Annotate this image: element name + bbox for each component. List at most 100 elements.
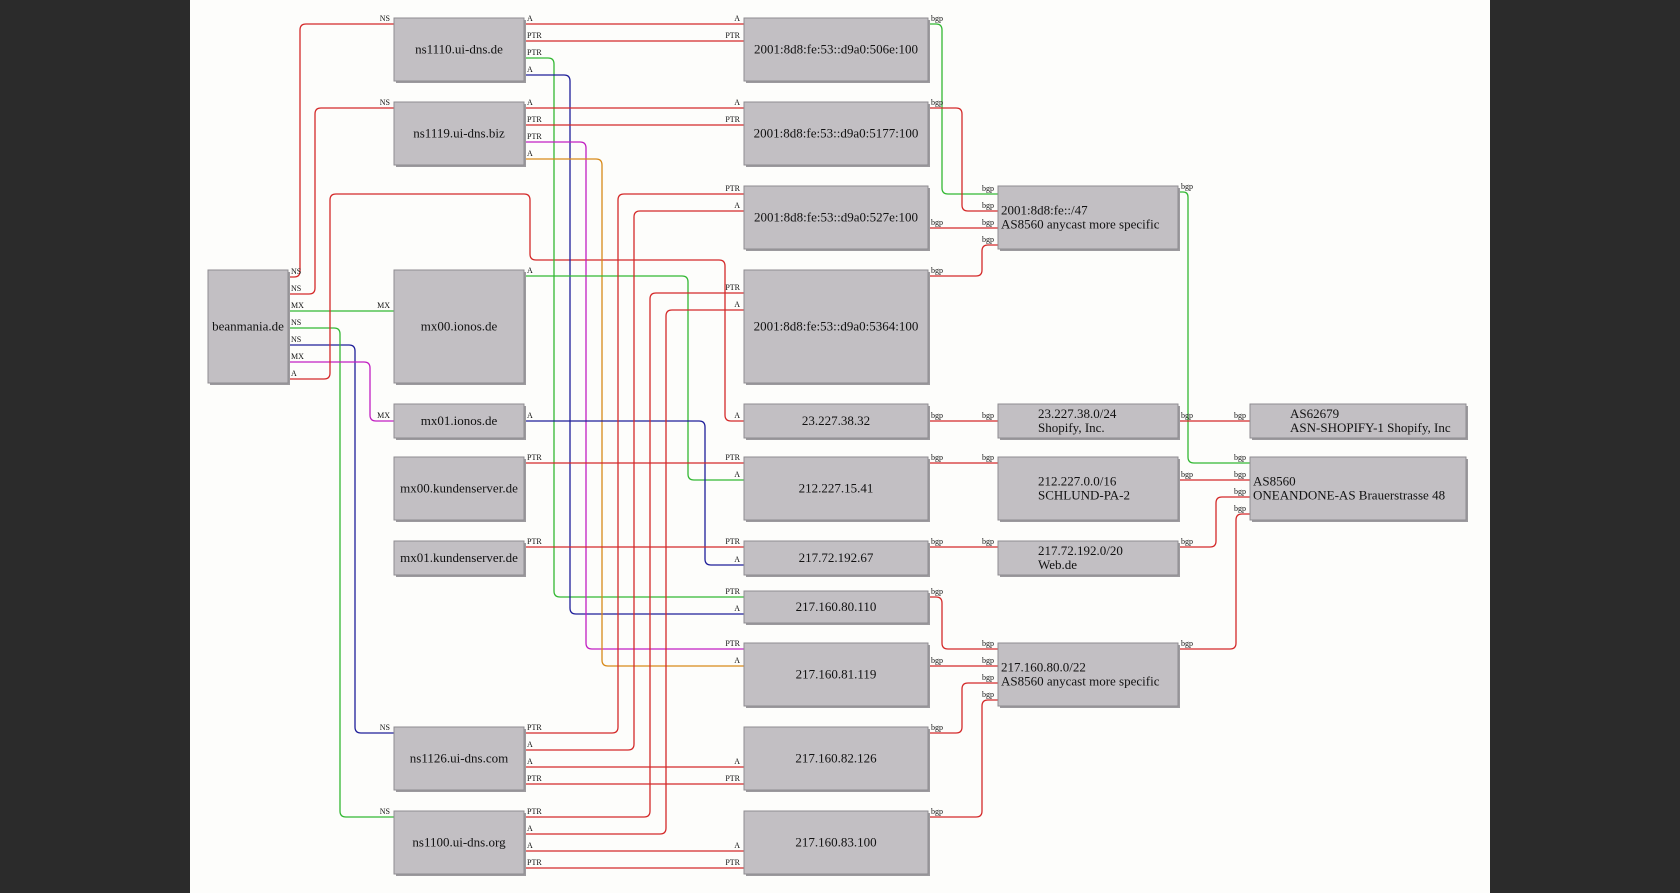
- edge-ns1110-ip506e-a-start-label: A: [527, 14, 533, 23]
- edge-ns1100-ip5364-a-end-label: A: [734, 300, 740, 309]
- edge-ip81119-pfx4-end-label: bgp: [982, 656, 994, 665]
- node-pfxweb-line-1: Web.de: [1038, 557, 1077, 572]
- node-pfx6-line-0: 2001:8d8:fe::/47: [1001, 203, 1088, 218]
- edge-bm-ns1100: [288, 327, 394, 818]
- node-ip2322-line-0: 23.227.38.32: [802, 413, 870, 428]
- node-ip2322[interactable]: 23.227.38.32: [743, 403, 930, 440]
- node-as62679-line-1: ASN-SHOPIFY-1 Shopify, Inc: [1290, 420, 1451, 435]
- node-ns1126-line-0: ns1126.ui-dns.com: [410, 751, 508, 766]
- edge-pfxshop-as62679-end-label: bgp: [1234, 411, 1246, 420]
- node-ip83100[interactable]: 217.160.83.100: [743, 810, 930, 876]
- edge-pfx4-as8560: [1178, 513, 1250, 650]
- node-ns1110-line-0: ns1110.ui-dns.de: [415, 42, 503, 57]
- node-ns1100[interactable]: ns1100.ui-dns.org: [393, 810, 526, 876]
- edge-bm-ns1119-start-label: NS: [291, 284, 301, 293]
- node-pfx6-line-1: AS8560 anycast more specific: [1001, 217, 1160, 232]
- edge-ns1110-ip80110-ptr-start-label: PTR: [527, 48, 542, 57]
- node-mx01k[interactable]: mx01.kundenserver.de: [393, 540, 526, 577]
- edge-bm-ip2322-end-label: A: [734, 411, 740, 420]
- node-ip506e[interactable]: 2001:8d8:fe:53::d9a0:506e:100: [743, 17, 930, 83]
- node-ip83100-line-0: 217.160.83.100: [795, 835, 876, 850]
- edge-ip5364-pfx6: [928, 244, 998, 277]
- edge-mx01k-ip21772-end-label: PTR: [725, 537, 740, 546]
- node-ip21222-line-0: 212.227.15.41: [799, 481, 874, 496]
- edge-ns1126-ip82126-ptr-end-label: PTR: [725, 774, 740, 783]
- edge-ip80110-pfx4-start-label: bgp: [931, 587, 943, 596]
- edge-ns1119-ip81119-a: [524, 158, 744, 667]
- edge-layer: [288, 23, 1250, 869]
- node-ip5177-line-0: 2001:8d8:fe:53::d9a0:5177:100: [754, 126, 919, 141]
- node-ip527e[interactable]: 2001:8d8:fe:53::d9a0:527e:100: [743, 185, 930, 251]
- node-ns1119-line-0: ns1119.ui-dns.biz: [413, 126, 505, 141]
- edge-ns1110-ip80110-a: [524, 74, 744, 615]
- edge-ns1126-ip527e-a: [524, 210, 744, 751]
- node-ip21772[interactable]: 217.72.192.67: [743, 540, 930, 577]
- edge-ns1119-ip81119-ptr: [524, 141, 744, 650]
- edge-ns1119-ip5177-ptr-start-label: PTR: [527, 115, 542, 124]
- node-ip81119[interactable]: 217.160.81.119: [743, 642, 930, 708]
- node-ip21222[interactable]: 212.227.15.41: [743, 456, 930, 522]
- edge-ip83100-pfx4-end-label: bgp: [982, 690, 994, 699]
- node-mx00i[interactable]: mx00.ionos.de: [393, 269, 526, 385]
- node-ip82126[interactable]: 217.160.82.126: [743, 726, 930, 792]
- edge-bm-ns1119-end-label: NS: [380, 98, 390, 107]
- node-ns1126[interactable]: ns1126.ui-dns.com: [393, 726, 526, 792]
- edge-pfx4-as8560-start-label: bgp: [1181, 639, 1193, 648]
- node-ip5177[interactable]: 2001:8d8:fe:53::d9a0:5177:100: [743, 101, 930, 167]
- node-ip5364[interactable]: 2001:8d8:fe:53::d9a0:5364:100: [743, 269, 930, 385]
- edge-mx00i-ip21222: [524, 275, 744, 481]
- node-ip21772-line-0: 217.72.192.67: [799, 550, 874, 565]
- edge-ip82126-pfx4-end-label: bgp: [982, 673, 994, 682]
- edge-ns1126-ip527e-end-label: PTR: [725, 184, 740, 193]
- edge-pfx6-as8560: [1178, 191, 1250, 464]
- edge-ns1100-ip5364-ptr-start-label: PTR: [527, 807, 542, 816]
- node-mx01i[interactable]: mx01.ionos.de: [393, 403, 526, 440]
- node-layer: beanmania.de ns1110.ui-dns.de ns1119.ui-dn…: [207, 17, 1468, 876]
- edge-ns1110-ip80110-ptr: [524, 57, 744, 598]
- edge-ns1126-ip527e: [524, 193, 744, 734]
- edge-ns1100-ip5364-a: [524, 309, 744, 835]
- node-ns1119[interactable]: ns1119.ui-dns.biz: [393, 101, 526, 167]
- edge-ip82126-pfx4: [928, 682, 998, 734]
- node-bm[interactable]: beanmania.de: [207, 269, 290, 385]
- diagram-canvas: beanmania.de ns1110.ui-dns.de ns1119.ui-dn…: [190, 0, 1490, 893]
- edge-mx01i-ip21772: [524, 420, 744, 566]
- edge-pfx4-as8560-end-label: bgp: [1234, 504, 1246, 513]
- edge-ns1100-ip5364-ptr: [524, 292, 744, 818]
- node-mx00k[interactable]: mx00.kundenserver.de: [393, 456, 526, 522]
- node-pfxschl-line-1: SCHLUND-PA-2: [1038, 488, 1130, 503]
- edge-bm-ns1126-end-label: NS: [380, 723, 390, 732]
- edge-bm-ns1110-start-label: NS: [291, 267, 301, 276]
- node-ns1110[interactable]: ns1110.ui-dns.de: [393, 17, 526, 83]
- edge-ip21772-pfxweb-start-label: bgp: [931, 537, 943, 546]
- edge-ns1126-ip527e-a-start-label: A: [527, 740, 533, 749]
- edge-ip506e-pfx6: [928, 23, 998, 195]
- edge-pfxshop-as62679-start-label: bgp: [1181, 411, 1193, 420]
- node-ip80110[interactable]: 217.160.80.110: [743, 590, 930, 625]
- node-mx00k-line-0: mx00.kundenserver.de: [400, 481, 518, 496]
- edge-ns1110-ip80110-a-start-label: A: [527, 65, 533, 74]
- edge-bm-mx01i-end-label: MX: [377, 411, 390, 420]
- edge-mx00k-ip21222-end-label: PTR: [725, 453, 740, 462]
- node-as62679-line-0: AS62679: [1290, 406, 1339, 421]
- edge-ip82126-pfx4-start-label: bgp: [931, 723, 943, 732]
- edge-ns1100-ip83100-ptr-end-label: PTR: [725, 858, 740, 867]
- edge-ns1119-ip5177-ptr-end-label: PTR: [725, 115, 740, 124]
- edge-pfxschl-as8560-start-label: bgp: [1181, 470, 1193, 479]
- edge-ns1119-ip5177-a-end-label: A: [734, 98, 740, 107]
- edge-ip21222-pfxschl-start-label: bgp: [931, 453, 943, 462]
- edge-mx01i-ip21772-start-label: A: [527, 411, 533, 420]
- edge-ip2322-pfxshop-end-label: bgp: [982, 411, 994, 420]
- edge-bm-ns1119: [288, 107, 394, 295]
- edge-ip83100-pfx4: [928, 699, 998, 818]
- node-ip527e-line-0: 2001:8d8:fe:53::d9a0:527e:100: [754, 210, 918, 225]
- edge-ns1126-ip82126-a-start-label: A: [527, 757, 533, 766]
